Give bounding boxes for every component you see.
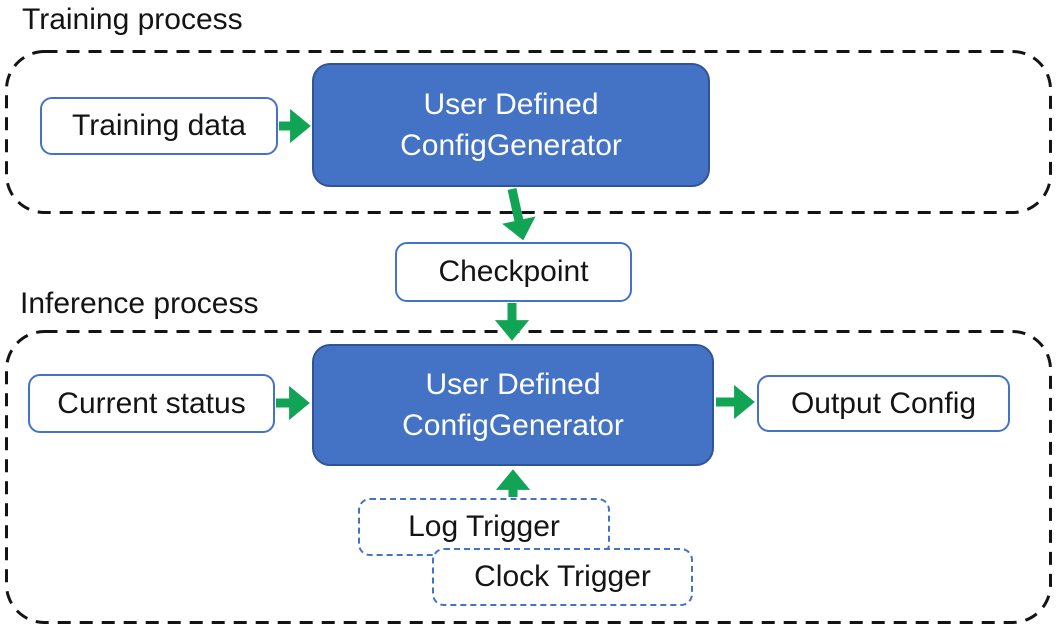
training-process-container: [5, 50, 1052, 214]
config-generator-training-line1: User Defined: [423, 88, 599, 121]
inference-section-label: Inference process: [20, 287, 259, 320]
current-status-box: Current status: [28, 374, 275, 433]
training-data-box: Training data: [40, 97, 278, 155]
output-config-label: Output Config: [790, 386, 977, 420]
config-generator-inference-line2: ConfigGenerator: [402, 409, 624, 442]
output-config-box: Output Config: [757, 375, 1010, 432]
training-data-label: Training data: [72, 109, 246, 142]
clock-trigger-box: Clock Trigger: [432, 548, 693, 606]
config-generator-inference-line1: User Defined: [425, 368, 601, 401]
config-generator-inference-box: User Defined ConfigGenerator: [312, 344, 714, 466]
config-generator-training-line2: ConfigGenerator: [400, 129, 622, 162]
checkpoint-label: Checkpoint: [438, 255, 589, 288]
clock-trigger-label: Clock Trigger: [474, 560, 651, 593]
current-status-label: Current status: [57, 386, 246, 420]
config-generator-training-box: User Defined ConfigGenerator: [312, 63, 710, 187]
checkpoint-box: Checkpoint: [395, 242, 632, 302]
arrow-generator-to-checkpoint: [502, 188, 536, 241]
log-trigger-label: Log Trigger: [408, 510, 560, 543]
training-section-label: Training process: [22, 3, 243, 36]
